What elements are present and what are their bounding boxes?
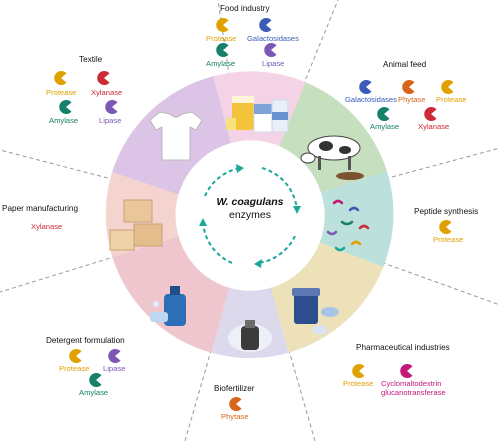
lipase-icon [264, 43, 277, 58]
food-galactosidases-label: Galactosidases [247, 34, 299, 43]
paper-xylanase-label: Xylanase [31, 222, 63, 231]
peptide-chains-illustration [326, 199, 370, 252]
food-amylase-label: Amylase [206, 59, 236, 68]
protease-icon [352, 364, 365, 378]
protease-icon [216, 18, 229, 32]
phytase-icon [229, 397, 242, 411]
paper-title: Paper manufacturing [2, 204, 79, 213]
amylase-icon [216, 43, 229, 58]
center-subtitle: enzymes [228, 209, 271, 221]
animal-feed-title: Animal feed [383, 60, 427, 69]
biofertilizer-title: Biofertilizer [214, 384, 255, 393]
amylase-icon [377, 107, 390, 122]
peptide-protease-label: Protease [433, 235, 464, 244]
cycle-arrows [202, 167, 298, 264]
lipase-icon [105, 100, 118, 114]
pharma-glucanotransferase-label: glucanotransferase [381, 388, 446, 397]
cow-illustration [300, 135, 364, 180]
detergent-lipase-label: Lipase [103, 364, 126, 373]
amylase-icon [59, 100, 72, 114]
sector-pharmaceutical [270, 242, 384, 353]
galactosidases-icon [259, 18, 272, 32]
food-products-illustration [226, 96, 289, 133]
textile-protease-label: Protease [46, 88, 77, 97]
food-industry-title: Food industry [220, 4, 270, 13]
protease-icon [69, 349, 82, 363]
arrow-heads [199, 164, 301, 268]
pharmaceutical-title: Pharmaceutical industries [356, 343, 450, 352]
center-disc [176, 141, 324, 289]
sprayer-illustration [228, 320, 272, 352]
textile-amylase-label: Amylase [49, 116, 79, 125]
detergent-bottle-illustration [150, 286, 186, 326]
sector-peptide-synthesis [319, 171, 394, 267]
pharma-protease-label: Protease [343, 379, 374, 388]
cyclomaltodextrin-icon [400, 364, 413, 378]
protease-icon [441, 79, 454, 95]
food-lipase-label: Lipase [262, 59, 285, 68]
detergent-title: Detergent formulation [46, 336, 125, 345]
paper-boxes-illustration [109, 199, 163, 251]
detergent-protease-label: Protease [59, 364, 90, 373]
xylanase-icon [97, 71, 110, 85]
protease-icon [439, 220, 452, 234]
food-protease-label: Protease [206, 34, 237, 43]
enzyme-icons [54, 18, 454, 411]
phytase-icon [402, 80, 415, 94]
textile-title: Textile [79, 55, 103, 64]
textile-lipase-label: Lipase [99, 116, 122, 125]
pharma-cyclomaltodextrin-label: Cyclomaltodextrin [381, 379, 442, 388]
galactosidases-icon [359, 80, 372, 94]
feed-xylanase-label: Xylanase [418, 122, 450, 131]
xylanase-icon [424, 107, 437, 122]
center-title: W. coagulans enzymes [200, 196, 300, 222]
feed-phytase-label: Phytase [398, 95, 426, 104]
medicine-bottle-illustration [292, 288, 339, 335]
protease-icon [54, 71, 67, 85]
lipase-icon [108, 349, 121, 364]
amylase-icon [89, 373, 102, 387]
detergent-amylase-label: Amylase [79, 388, 109, 397]
feed-galactosidases-label: Galactosidases [345, 95, 397, 104]
peptide-synthesis-title: Peptide synthesis [414, 207, 479, 216]
feed-protease-label: Protease [436, 95, 467, 104]
textile-xylanase-label: Xylanase [91, 88, 123, 97]
biofertilizer-phytase-label: Phytase [221, 412, 249, 421]
t-shirt-illustration [149, 111, 203, 161]
organism-name: W. coagulans [216, 196, 284, 208]
feed-amylase-label: Amylase [370, 122, 400, 131]
